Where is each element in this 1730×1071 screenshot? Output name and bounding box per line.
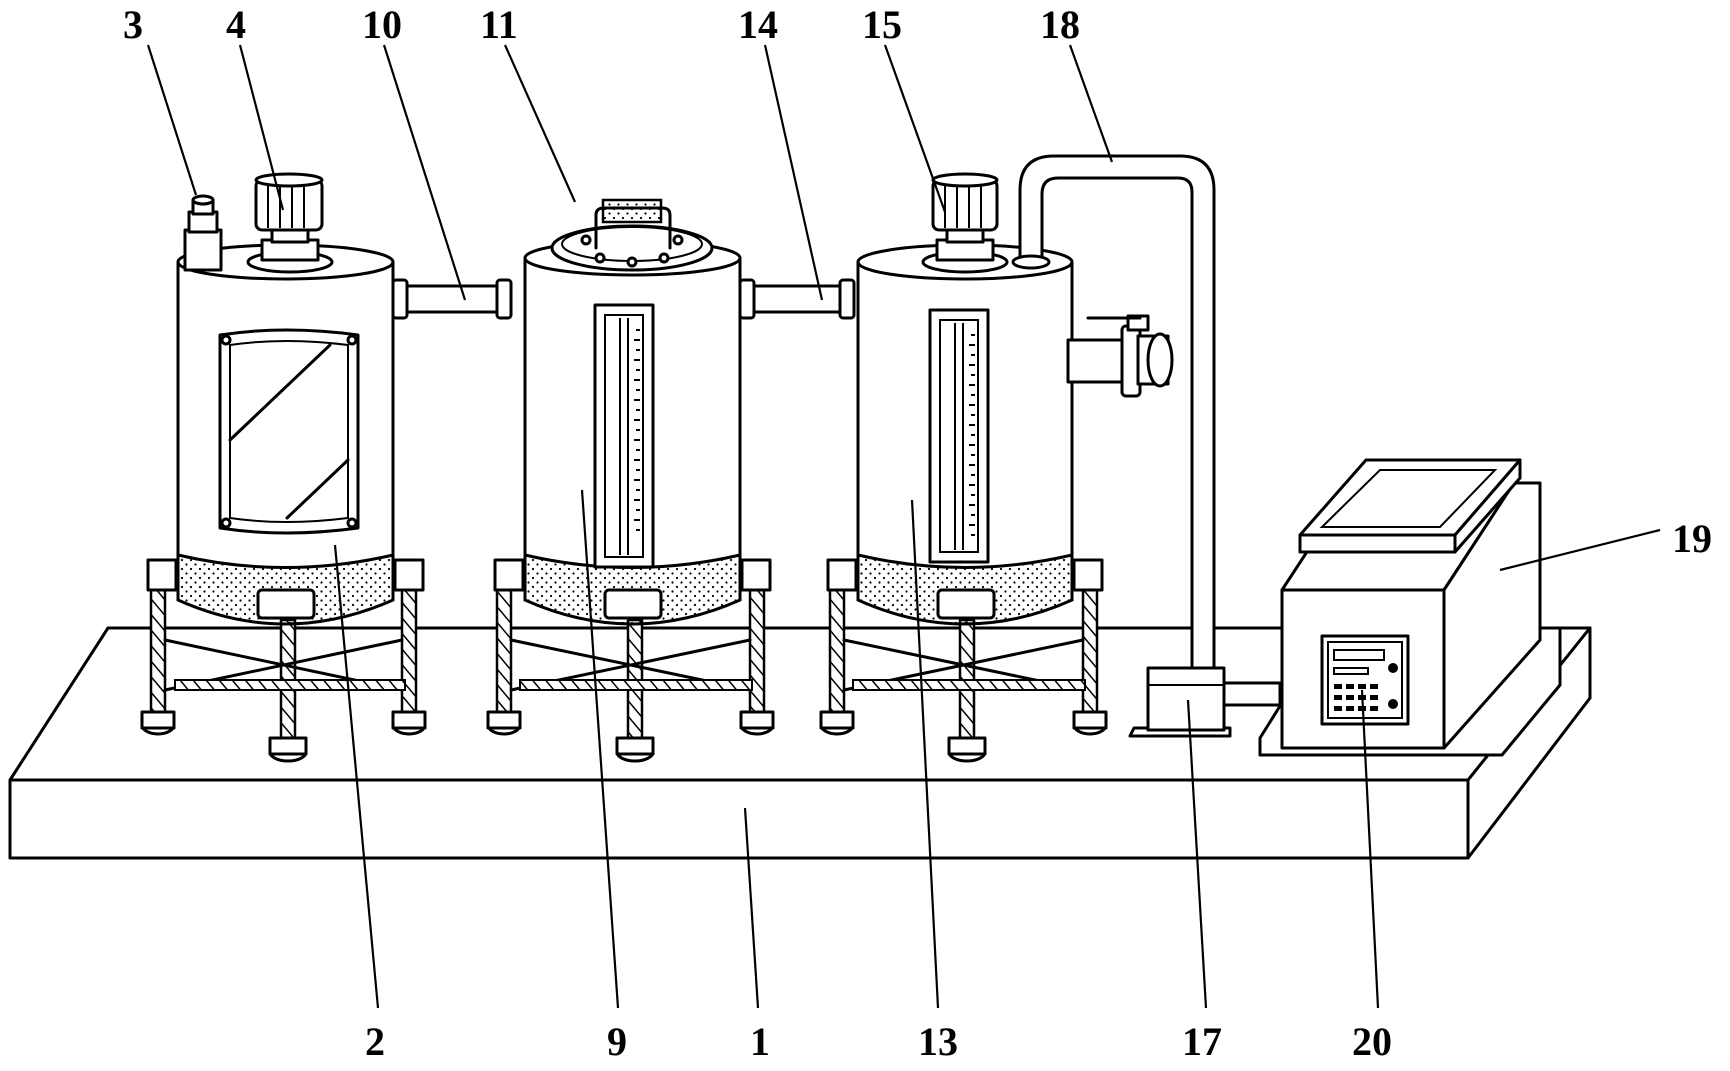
level-gauge-middle xyxy=(593,303,655,569)
callout-10: 10 xyxy=(362,2,402,47)
stirring-motor-right xyxy=(921,172,1009,274)
sight-glass-window xyxy=(218,328,360,535)
tank-right-support-legs xyxy=(819,583,1108,763)
callout-2: 2 xyxy=(365,1019,385,1064)
tank-middle-support-legs xyxy=(486,583,775,763)
callout-14: 14 xyxy=(738,2,778,47)
mixing-tank-left xyxy=(140,172,427,763)
callout-20: 20 xyxy=(1352,1019,1392,1064)
feed-inlet xyxy=(183,194,223,272)
connecting-pipe-14 xyxy=(738,278,856,320)
outlet-valve xyxy=(1066,314,1174,398)
stirring-motor-left xyxy=(246,172,334,274)
callout-9: 9 xyxy=(607,1019,627,1064)
feed-hopper xyxy=(1298,458,1522,554)
control-panel xyxy=(1320,634,1410,726)
settling-tank-right xyxy=(819,172,1174,763)
callout-15: 15 xyxy=(862,2,902,47)
callout-17: 17 xyxy=(1182,1019,1222,1064)
connecting-pipe-10 xyxy=(391,278,513,320)
pump xyxy=(1128,666,1282,738)
callout-1: 1 xyxy=(750,1019,770,1064)
callout-4: 4 xyxy=(226,2,246,47)
control-cabinet xyxy=(1258,458,1562,757)
callout-labels: 3 4 10 11 14 15 18 19 2 9 1 13 17 20 xyxy=(123,2,1712,1064)
reaction-tank-middle xyxy=(486,198,775,763)
leader-lines xyxy=(146,44,1661,1009)
tank-left-support-legs xyxy=(140,583,427,763)
callout-18: 18 xyxy=(1040,2,1080,47)
callout-11: 11 xyxy=(480,2,518,47)
lid-handle xyxy=(594,198,672,250)
callout-3: 3 xyxy=(123,2,143,47)
callout-13: 13 xyxy=(918,1019,958,1064)
level-gauge-right xyxy=(928,308,990,564)
callout-19: 19 xyxy=(1672,516,1712,561)
